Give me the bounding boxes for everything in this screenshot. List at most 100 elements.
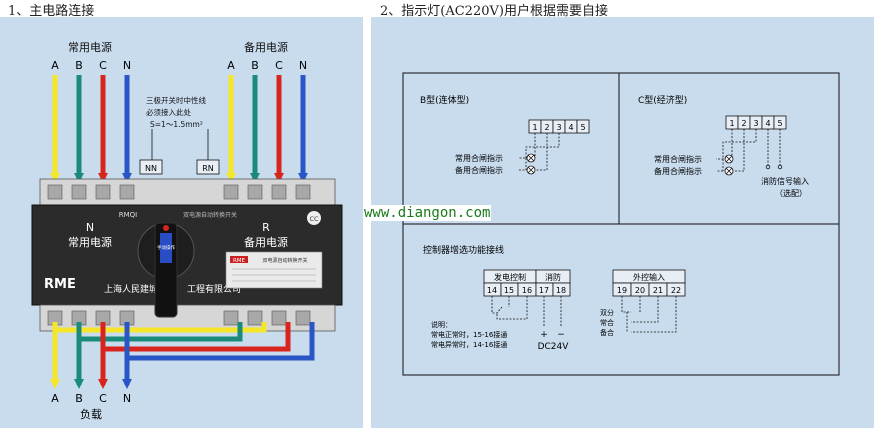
phase-c-normal: C — [99, 59, 107, 72]
gen-terminal-block — [483, 282, 571, 297]
ce-mark: CC — [309, 215, 319, 223]
dc-voltage-label: DC24V — [538, 342, 570, 352]
brand-logo: RME — [44, 277, 76, 292]
dc-minus: − — [557, 330, 565, 340]
phase-n-normal: N — [123, 59, 131, 72]
b-term-4: 4 — [568, 123, 573, 132]
phase-a-backup: A — [227, 59, 235, 72]
c-indicator-normal-icon — [724, 154, 734, 164]
fire-input-label: 消防信号输入 — [761, 176, 809, 186]
nameplate-brand: RME — [233, 258, 246, 264]
c-term-4: 4 — [765, 119, 770, 128]
c-normal-indicator-label: 常用合闸指示 — [654, 154, 702, 164]
main-circuit-diagram: 常用电源 备用电源 A B C N A B C N 三极开关时中性线 必须接入此… — [31, 40, 343, 421]
fire-terminal-dot-2 — [777, 164, 783, 170]
phase-c-backup: C — [275, 59, 283, 72]
dial-indicator-red — [163, 225, 169, 231]
c-term-3: 3 — [753, 119, 758, 128]
c-term-2: 2 — [741, 119, 746, 128]
neutral-note-line2: 必须接入此处 — [146, 107, 191, 117]
b-term-5: 5 — [580, 123, 585, 132]
arrow-heads-top — [50, 173, 308, 183]
ext-label-normal-close: 常合 — [600, 318, 614, 327]
model-label: RMQI — [119, 211, 137, 219]
r-label: R — [262, 221, 270, 234]
b-indicator-normal-icon — [526, 153, 536, 163]
heading-right: 2、指示灯(AC220V)用户根据需要自接 — [380, 4, 608, 19]
gen-control-label: 发电控制 — [494, 272, 526, 282]
gen-relay-wiring — [491, 296, 562, 327]
ext-label-double-off: 双分 — [600, 308, 614, 317]
c-term-5: 5 — [777, 119, 782, 128]
backup-source-label: 备用电源 — [244, 40, 288, 54]
product-subtitle: 双电源自动转换开关 — [183, 211, 237, 219]
controller-title: 控制器增选功能接线 — [423, 244, 504, 256]
b-term-1: 1 — [532, 123, 537, 132]
c-terminal-block — [725, 115, 787, 130]
b-term-2: 2 — [544, 123, 549, 132]
gen-term-16: 16 — [522, 286, 532, 295]
fire-term-18: 18 — [556, 286, 566, 295]
n-caption: 常用电源 — [68, 235, 112, 249]
watermark: www.diangon.com — [363, 205, 492, 221]
arrow-heads-bottom — [50, 379, 132, 389]
phase-a-load: A — [51, 392, 59, 405]
c-indicator-backup-icon — [724, 166, 734, 176]
fire-term-17: 17 — [539, 286, 549, 295]
n-label: N — [86, 221, 94, 234]
neutral-note-line1: 三极开关时中性线 — [146, 95, 206, 105]
nn-label: NN — [145, 164, 157, 173]
gen-term-14: 14 — [487, 286, 497, 295]
nn-box — [139, 159, 163, 175]
rn-box — [196, 159, 220, 175]
nameplate-title: 双电源自动转换开关 — [262, 257, 307, 264]
neutral-note-line3: S=1～1.5mm² — [150, 120, 203, 129]
heading-left: 1、主电路连接 — [8, 4, 95, 19]
ext-input-label: 外控输入 — [633, 272, 665, 282]
phase-n-load: N — [123, 392, 131, 405]
dc-plus: + — [540, 330, 548, 340]
ext-terminal-block — [612, 282, 686, 297]
indicator-diagram: B型(连体型) 1 2 3 4 5 常用合闸指示 备用合闸指示 C型(经济型) … — [402, 72, 840, 376]
b-term-3: 3 — [556, 123, 561, 132]
phase-b-backup: B — [251, 59, 259, 72]
ext-term-21: 21 — [653, 286, 663, 295]
load-wiring — [52, 322, 315, 385]
indicator-panel: B型(连体型) 1 2 3 4 5 常用合闸指示 备用合闸指示 C型(经济型) … — [371, 17, 874, 428]
ext-term-19: 19 — [617, 286, 627, 295]
fire-control-label: 消防 — [545, 272, 561, 282]
c-type-label: C型(经济型) — [638, 94, 687, 106]
note-line-1: 常电正常时，15-16接通 — [431, 330, 507, 339]
phase-b-normal: B — [75, 59, 83, 72]
dial-label-plate — [160, 233, 172, 263]
maker-name: 上海人民建城 — [104, 283, 158, 295]
phase-b-load: B — [75, 392, 83, 405]
backup-source-wires — [228, 75, 306, 185]
ext-term-22: 22 — [671, 286, 681, 295]
fire-input-optional: （选配） — [775, 188, 807, 198]
ext-term-20: 20 — [635, 286, 645, 295]
phase-n-backup: N — [299, 59, 307, 72]
ext-wiring — [621, 296, 677, 333]
ext-label-backup-close: 备合 — [600, 328, 614, 337]
dial-text: 手动操作 — [157, 244, 175, 251]
phase-a-normal: A — [51, 59, 59, 72]
b-indicator-backup-icon — [526, 165, 536, 175]
load-label: 负载 — [80, 407, 102, 421]
fire-terminal-dot-1 — [765, 164, 771, 170]
c-backup-indicator-label: 备用合闸指示 — [654, 166, 702, 176]
b-backup-indicator-label: 备用合闸指示 — [455, 165, 503, 175]
c-term-1: 1 — [729, 119, 734, 128]
b-type-label: B型(连体型) — [420, 94, 469, 106]
ce-mark-icon — [307, 211, 321, 225]
r-caption: 备用电源 — [244, 235, 288, 249]
normal-source-label: 常用电源 — [68, 40, 112, 54]
note-title: 说明： — [431, 320, 452, 329]
rn-label: RN — [202, 164, 214, 173]
note-line-2: 常电异常时，14-16接通 — [431, 340, 507, 349]
phase-c-load: C — [99, 392, 107, 405]
main-circuit-panel: 常用电源 备用电源 A B C N A B C N 三极开关时中性线 必须接入此… — [0, 17, 363, 428]
normal-source-wires — [52, 75, 130, 185]
b-normal-indicator-label: 常用合闸指示 — [455, 153, 503, 163]
gen-term-15: 15 — [504, 286, 514, 295]
